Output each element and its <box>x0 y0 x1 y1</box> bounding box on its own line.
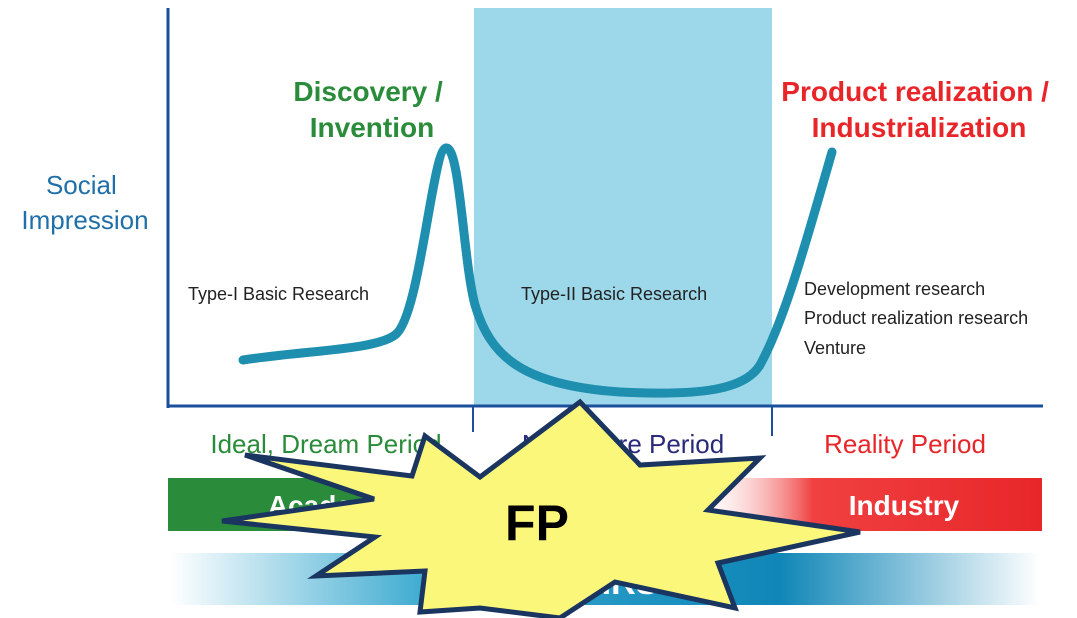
impression-curve <box>238 143 837 398</box>
reality-period: Reality Period <box>824 429 986 459</box>
nightmare-period-band <box>474 8 772 406</box>
industry-label: Industry <box>849 490 960 521</box>
fp-badge-label: FP <box>505 495 569 551</box>
type1-basic-research: Type-I Basic Research <box>188 284 369 304</box>
y-axis-label: Social Impression <box>21 170 148 235</box>
industry-research-list: Development research Product realization… <box>804 279 1033 358</box>
type2-basic-research: Type-II Basic Research <box>521 284 707 304</box>
fp-starburst <box>221 398 861 618</box>
discovery-invention-label: Discovery / Invention <box>293 76 450 143</box>
product-realization-label: Product realization / Industrialization <box>781 76 1056 143</box>
